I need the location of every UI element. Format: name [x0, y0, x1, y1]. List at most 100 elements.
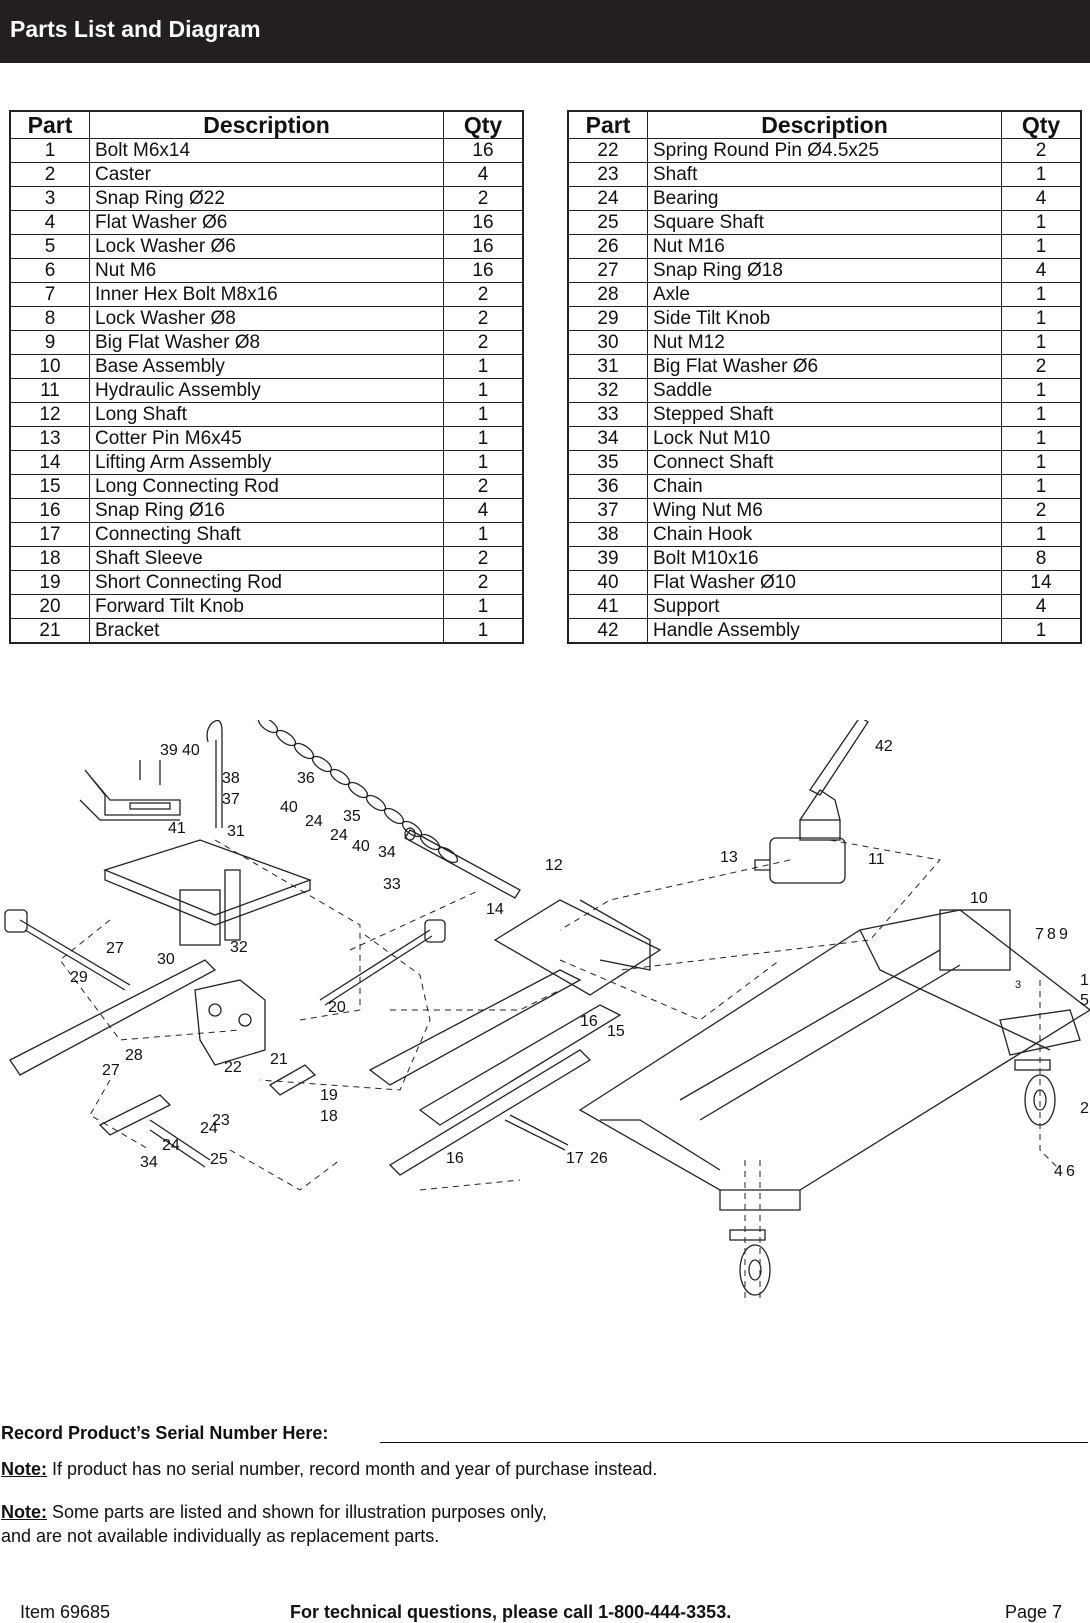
- part-number-cell: 10: [9, 354, 90, 379]
- callout: 35: [343, 808, 361, 825]
- callout: 16: [446, 1150, 464, 1167]
- part-number-cell: 13: [9, 426, 90, 451]
- callout: 33: [383, 876, 401, 893]
- description-cell: Axle: [647, 282, 1002, 307]
- quantity-cell: 1: [1001, 618, 1082, 644]
- footer-tech-support: For technical questions, please call 1-8…: [290, 1602, 732, 1622]
- quantity-cell: 16: [443, 234, 524, 259]
- description-cell: Lock Washer Ø6: [89, 234, 444, 259]
- callout: 30: [157, 951, 175, 968]
- part-number-cell: 41: [567, 594, 648, 619]
- quantity-cell: 16: [443, 138, 524, 163]
- callout: 37: [222, 791, 240, 808]
- description-cell: Saddle: [647, 378, 1002, 403]
- saddle-drawing: [103, 839, 312, 946]
- part-number-cell: 27: [567, 258, 648, 283]
- callout: 29: [70, 969, 88, 986]
- description-cell: Cotter Pin M6x45: [89, 426, 444, 451]
- part-number-cell: 24: [567, 186, 648, 211]
- quantity-cell: 8: [1001, 546, 1082, 571]
- description-cell: Lock Nut M10: [647, 426, 1002, 451]
- part-number-cell: 40: [567, 570, 648, 595]
- assembly-guide-lines: [59, 839, 1061, 1300]
- callout: 22: [224, 1059, 242, 1076]
- description-cell: Flat Washer Ø10: [647, 570, 1002, 595]
- quantity-cell: 2: [443, 282, 524, 307]
- col-header-description: Description: [647, 110, 1002, 139]
- callout: 24: [162, 1137, 180, 1154]
- description-cell: Stepped Shaft: [647, 402, 1002, 427]
- note-label: Note:: [1, 1459, 47, 1479]
- note-illustration: Note: Some parts are listed and shown fo…: [1, 1500, 547, 1548]
- description-cell: Lock Washer Ø8: [89, 306, 444, 331]
- callout: 4: [1054, 1163, 1063, 1180]
- part-number-cell: 9: [9, 330, 90, 355]
- part-number-cell: 21: [9, 618, 90, 644]
- description-cell: Shaft: [647, 162, 1002, 187]
- quantity-cell: 4: [443, 498, 524, 523]
- part-number-cell: 42: [567, 618, 648, 644]
- part-number-cell: 3: [9, 186, 90, 211]
- callout: 32: [230, 939, 248, 956]
- description-cell: Nut M16: [647, 234, 1002, 259]
- hydraulic-assembly-drawing: [754, 789, 846, 884]
- description-cell: Connect Shaft: [647, 450, 1002, 475]
- quantity-cell: 1: [443, 378, 524, 403]
- part-number-cell: 38: [567, 522, 648, 547]
- quantity-cell: 1: [1001, 162, 1082, 187]
- description-cell: Wing Nut M6: [647, 498, 1002, 523]
- description-cell: Nut M6: [89, 258, 444, 283]
- part-number-cell: 18: [9, 546, 90, 571]
- part-number-cell: 17: [9, 522, 90, 547]
- callout: 6: [1066, 1163, 1075, 1180]
- description-cell: Chain: [647, 474, 1002, 499]
- description-cell: Bolt M6x14: [89, 138, 444, 163]
- quantity-cell: 2: [443, 570, 524, 595]
- quantity-cell: 1: [443, 618, 524, 644]
- callout: 34: [378, 844, 396, 861]
- callout: 3: [1015, 979, 1021, 991]
- description-cell: Nut M12: [647, 330, 1002, 355]
- callout: 28: [125, 1047, 143, 1064]
- description-cell: Spring Round Pin Ø4.5x25: [647, 138, 1002, 163]
- callout: 16: [580, 1013, 598, 1030]
- part-number-cell: 12: [9, 402, 90, 427]
- quantity-cell: 14: [1001, 570, 1082, 595]
- description-cell: Short Connecting Rod: [89, 570, 444, 595]
- quantity-cell: 4: [1001, 186, 1082, 211]
- callout: 11: [868, 851, 885, 868]
- description-cell: Shaft Sleeve: [89, 546, 444, 571]
- callout: 40: [352, 838, 370, 855]
- quantity-cell: 4: [1001, 594, 1082, 619]
- callout: 21: [270, 1051, 288, 1068]
- callout: 41: [168, 820, 186, 837]
- description-cell: Snap Ring Ø18: [647, 258, 1002, 283]
- description-cell: Base Assembly: [89, 354, 444, 379]
- part-number-cell: 25: [567, 210, 648, 235]
- callout: 18: [320, 1108, 338, 1125]
- callout: 24: [330, 827, 348, 844]
- part-number-cell: 37: [567, 498, 648, 523]
- description-cell: Bearing: [647, 186, 1002, 211]
- callout: 27: [102, 1062, 120, 1079]
- description-cell: Inner Hex Bolt M8x16: [89, 282, 444, 307]
- chain-drawing: [239, 720, 459, 864]
- callout: 5: [1080, 992, 1089, 1009]
- part-number-cell: 6: [9, 258, 90, 283]
